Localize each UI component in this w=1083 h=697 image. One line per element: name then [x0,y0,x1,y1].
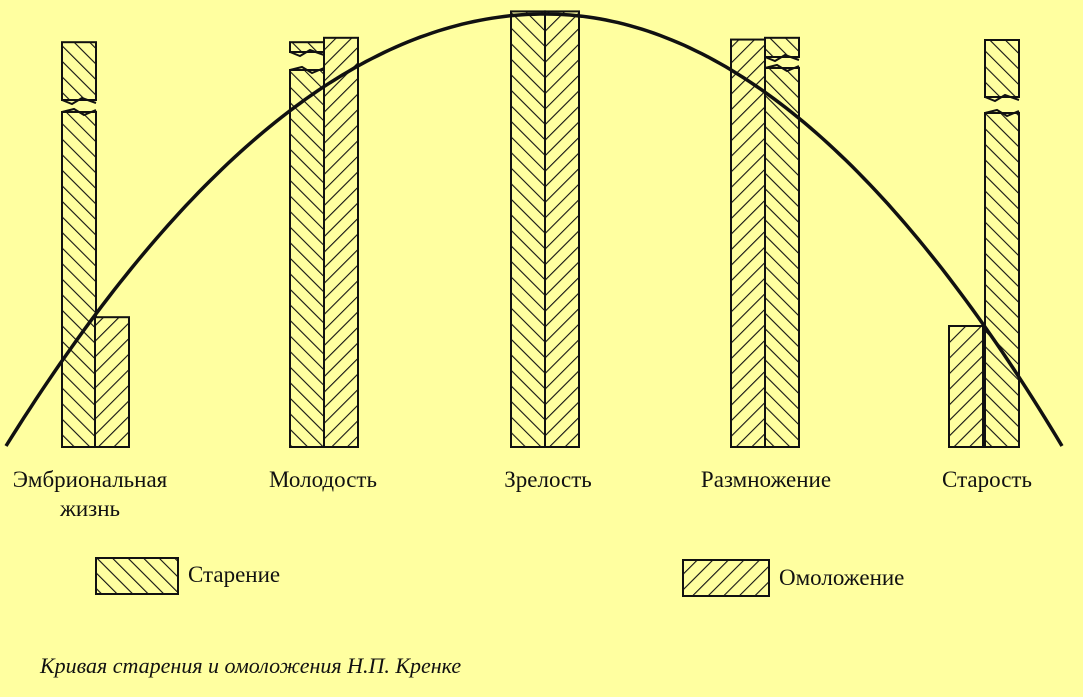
stage-label-old-age: Старость [942,467,1032,492]
diagram-caption: Кривая старения и омоложения Н.П. Кренке [40,653,462,678]
aging-bar-old-age-part1 [984,39,1020,98]
legend-label-rejuvenation: Омоложение [779,565,905,590]
stage-label-youth: Молодость [269,467,377,492]
legend-swatch-rejuvenation [682,559,770,597]
aging-bar-maturity [510,10,546,449]
aging-bar-old-age-part2 [984,112,1020,448]
aging-bar-embryonic-part2 [61,111,97,448]
rejuvenation-bar-embryonic [94,316,130,449]
rejuvenation-bar-reproduction [730,38,766,449]
aging-bar-break-youth [289,48,325,75]
aging-bar-break-old-age [984,93,1020,118]
aging-rejuvenation-curve [4,12,1064,447]
aging-bar-break-reproduction [764,53,800,73]
aging-bar-embryonic-part1 [61,41,97,101]
legend-label-aging: Старение [188,562,281,587]
aging-bar-break-embryonic [61,96,97,117]
legend-swatch-aging [95,557,179,595]
aging-bar-youth-part2 [289,69,325,448]
rejuvenation-bar-maturity [544,10,580,449]
aging-bar-reproduction-part1 [764,36,800,58]
aging-bar-reproduction-part2 [764,67,800,448]
rejuvenation-bar-old-age [948,325,984,448]
bars-layer [61,10,1020,449]
rejuvenation-bar-youth [323,36,359,449]
stage-label-embryonic: Эмбриональная жизнь [12,467,168,521]
stage-label-reproduction: Размножение [700,467,832,492]
aging-bar-youth-part1 [289,41,325,54]
stage-label-maturity: Зрелость [504,467,592,492]
